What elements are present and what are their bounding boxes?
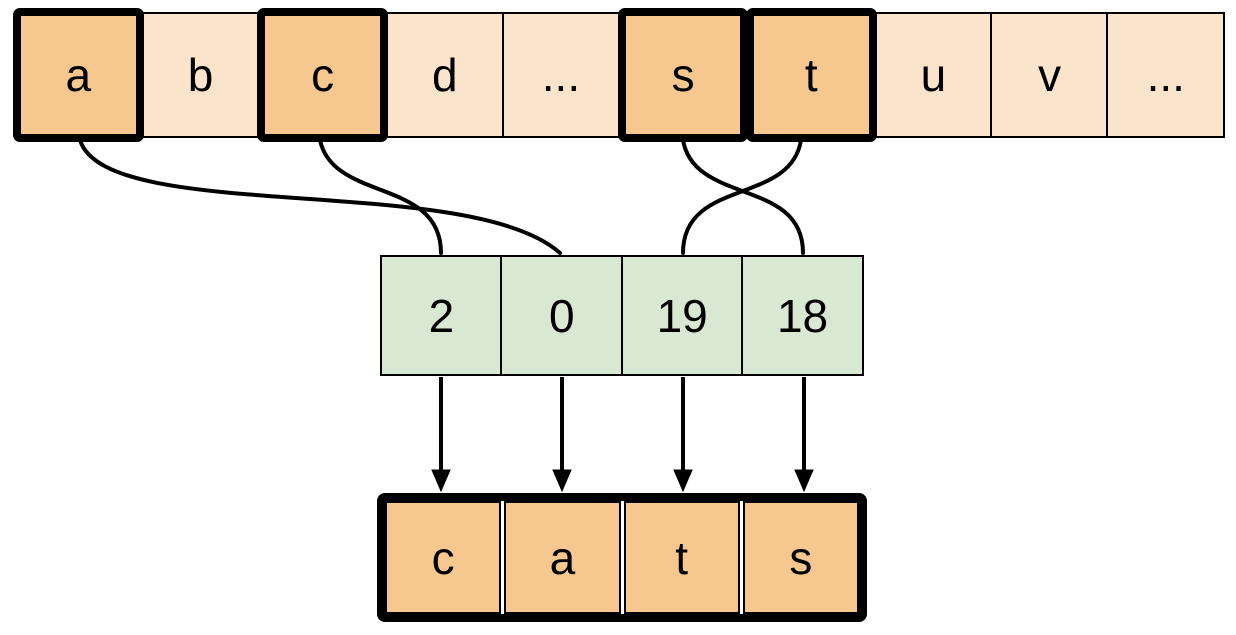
alphabet-cell-b-label: b [187, 49, 214, 101]
alphabet-cell-s: s [617, 8, 749, 142]
alphabet-cell-ellipsis-2-label: ... [1146, 49, 1185, 101]
alphabet-cell-u-label: u [920, 49, 947, 101]
index-cell-2: 0 [500, 255, 624, 376]
output-cell-c: c [385, 501, 502, 614]
output-array: c a t s [377, 493, 867, 622]
output-cell-a: a [504, 501, 621, 614]
index-cell-1-value: 2 [428, 289, 455, 342]
alphabet-cell-ellipsis-2: ... [1106, 12, 1226, 138]
curve-a-to-0 [78, 138, 562, 255]
arrow-19-to-t [673, 377, 693, 493]
output-cell-t: t [623, 501, 740, 614]
index-array: 2 0 19 18 [380, 255, 864, 376]
index-cell-4-value: 18 [776, 289, 829, 342]
alphabet-cell-ellipsis-1-label: ... [541, 49, 581, 101]
alphabet-cell-b: b [141, 12, 260, 138]
arrow-18-to-s [794, 377, 814, 493]
curve-s-to-18 [681, 138, 805, 255]
index-cell-3-value: 19 [656, 289, 708, 342]
alphabet-cell-t-label: t [804, 49, 818, 101]
index-cell-3: 19 [620, 255, 744, 376]
output-cell-t-label: t [675, 531, 689, 584]
alphabet-cell-ellipsis-1: ... [501, 12, 621, 138]
index-cell-1: 2 [380, 255, 503, 376]
alphabet-cell-a-label: a [65, 49, 92, 101]
alphabet-cell-a: a [13, 8, 144, 142]
alphabet-cell-t: t [745, 8, 877, 142]
arrow-2-to-c [431, 377, 451, 493]
output-cell-c-label: c [431, 531, 455, 584]
index-cell-2-value: 0 [549, 289, 575, 342]
index-cell-4: 18 [741, 255, 864, 376]
alphabet-cell-c-label: c [311, 49, 335, 101]
alphabet-cell-v: v [990, 12, 1109, 138]
alphabet-cell-d: d [385, 12, 505, 138]
alphabet-cell-d-label: d [432, 49, 458, 101]
output-cell-s-label: s [789, 531, 813, 584]
alphabet-cell-u: u [874, 12, 993, 138]
alphabet-cell-c: c [257, 8, 388, 142]
alphabet-cell-v-label: v [1038, 49, 1062, 101]
output-cell-s: s [742, 501, 859, 614]
arrow-0-to-a [552, 377, 572, 493]
curve-c-to-2 [318, 138, 443, 255]
curve-t-to-19 [681, 138, 803, 255]
output-cell-a-label: a [549, 531, 576, 584]
alphabet-cell-s-label: s [671, 49, 695, 101]
alphabet-array: a b c d ... s t u v ... [13, 8, 1226, 142]
